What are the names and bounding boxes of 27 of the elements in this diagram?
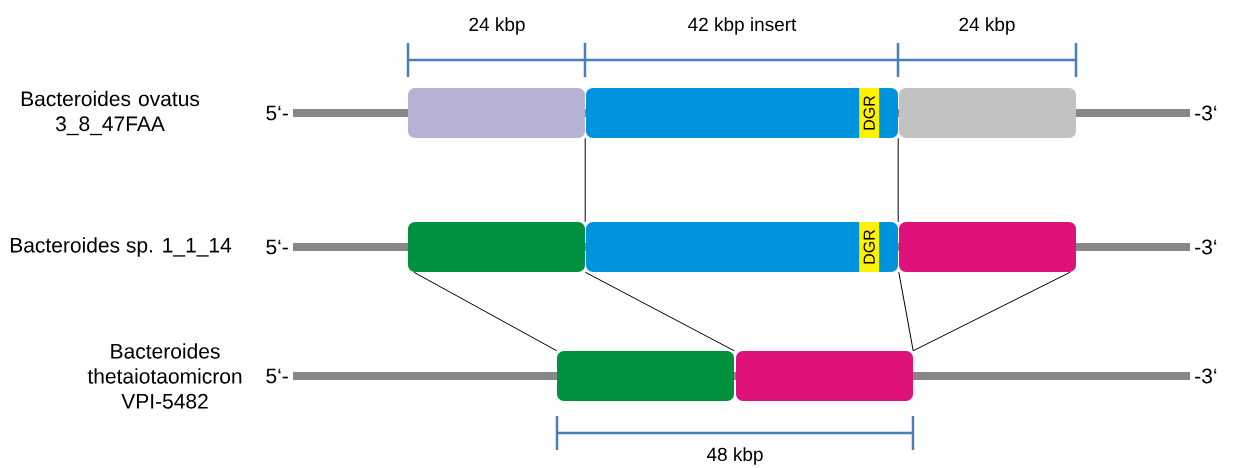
gene-block xyxy=(586,88,898,138)
end-label: -3‘ xyxy=(1195,105,1217,121)
connector-line xyxy=(897,137,899,223)
dimension-label: 48 kbp xyxy=(706,447,763,465)
end-label: -3‘ xyxy=(1195,239,1217,255)
gene-block xyxy=(736,351,913,401)
species-name: Bacteroides sp. 1_1_14 xyxy=(10,237,232,257)
dimension-label: 42 kbp insert xyxy=(688,17,797,35)
gene-block xyxy=(899,88,1076,138)
end-label: 5‘- xyxy=(266,239,288,255)
gene-block xyxy=(899,222,1076,272)
connector-line xyxy=(898,271,914,352)
gene-block xyxy=(408,222,585,272)
gene-block xyxy=(408,88,585,138)
species-name: Bacteroides ovatus 3_8_47FAA xyxy=(21,90,200,136)
connector-line xyxy=(413,271,558,352)
gene-block xyxy=(586,222,898,272)
dimension-label: 24 kbp xyxy=(469,17,525,35)
end-label: 5‘- xyxy=(266,368,288,384)
gene-block xyxy=(557,351,734,401)
species-name: Bacteroides thetaiotaomicron VPI-5482 xyxy=(87,343,242,409)
connector-line xyxy=(584,271,735,352)
dimension-label: 24 kbp xyxy=(959,17,1015,35)
connector-line xyxy=(584,137,586,223)
connector-line xyxy=(912,271,1071,352)
end-label: -3‘ xyxy=(1195,368,1217,384)
end-label: 5‘- xyxy=(266,105,288,121)
